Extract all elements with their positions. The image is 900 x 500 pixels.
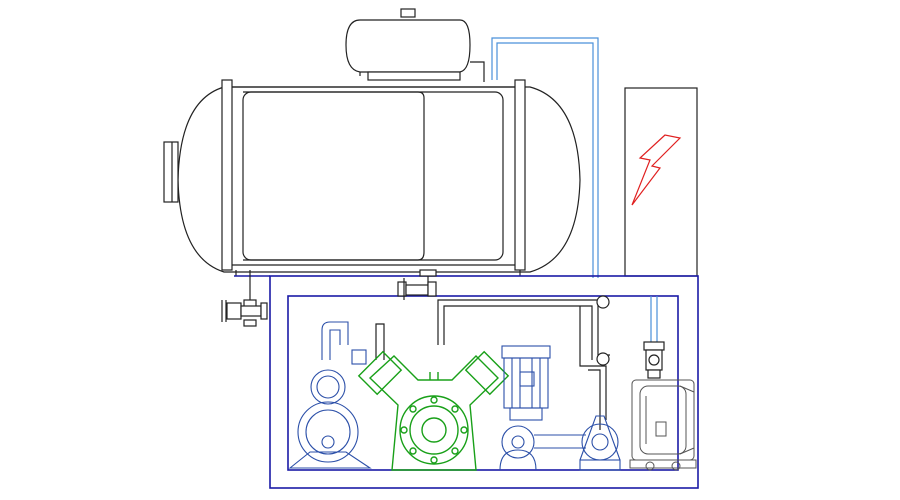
- drain-valve-center: [397, 269, 437, 300]
- air-receiver-tank: [163, 79, 581, 276]
- top-reservoir: [345, 8, 485, 82]
- high-voltage-icon: [631, 134, 682, 206]
- pipe-top-loop: [491, 37, 599, 278]
- separator-vessel: [288, 321, 385, 469]
- electric-motor: [501, 345, 551, 421]
- coupling-pump: [499, 415, 621, 471]
- base-frame: [234, 275, 699, 489]
- drain-valve-left: [221, 270, 268, 327]
- electrical-cabinet: [624, 87, 698, 277]
- discharge-pipe: [437, 295, 610, 430]
- v-compressor: [357, 350, 510, 471]
- vacuum-pump: [629, 296, 697, 471]
